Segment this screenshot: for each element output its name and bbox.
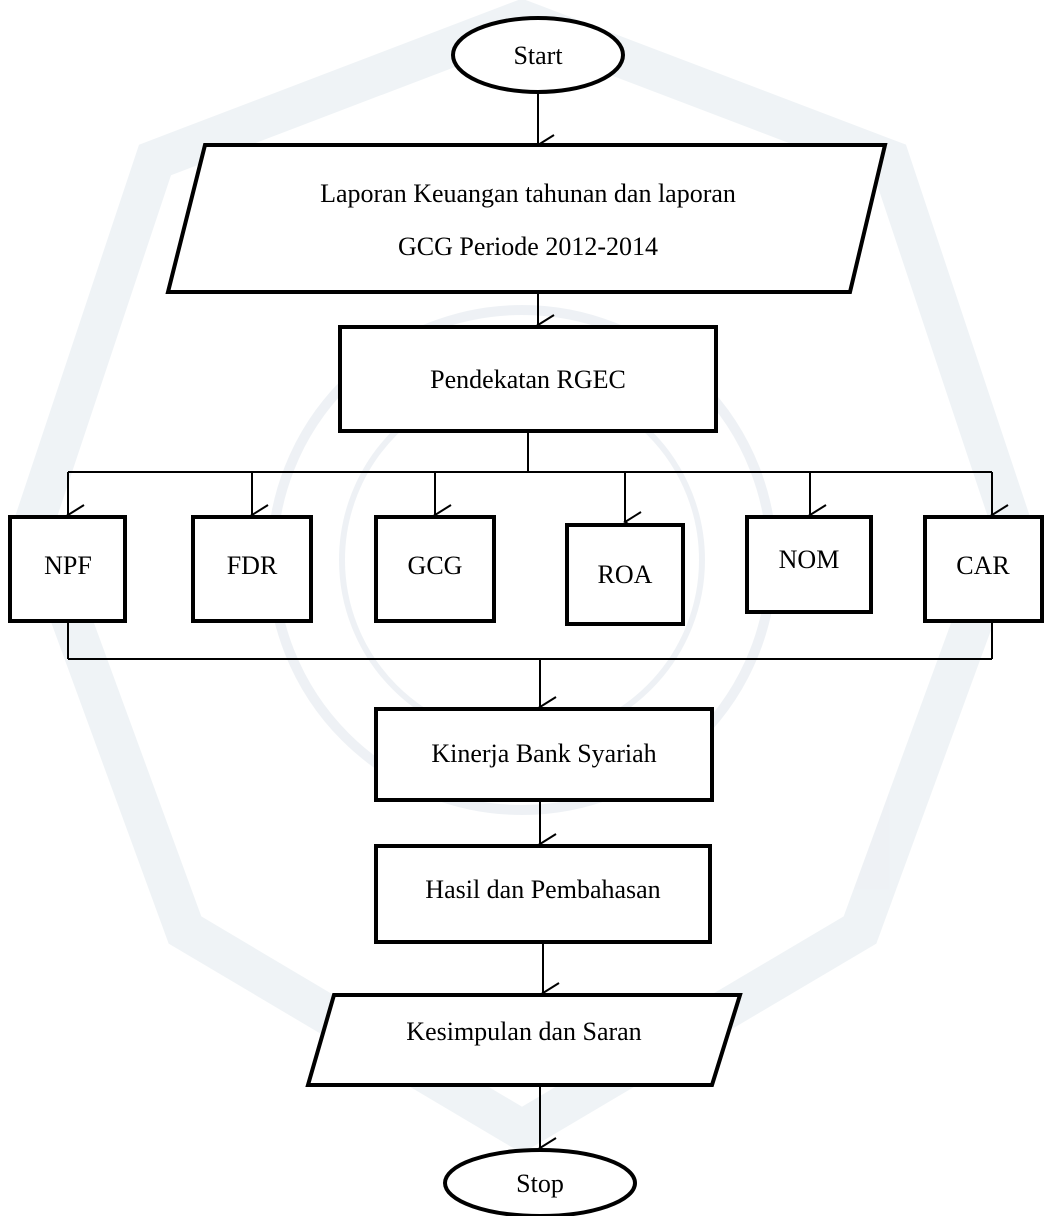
connectors	[66, 92, 1009, 1159]
results-label: Hasil dan Pembahasan	[425, 875, 660, 904]
indicator-box-fdr: FDR	[191, 515, 313, 623]
indicator-label-car: CAR	[956, 551, 1010, 580]
approach-label: Pendekatan RGEC	[430, 365, 626, 394]
indicator-label-nom: NOM	[779, 545, 840, 574]
start-terminator: Start	[451, 16, 625, 94]
approach-process-box: Pendekatan RGEC	[338, 325, 718, 433]
stop-label: Stop	[516, 1169, 564, 1198]
input-label-line1: Laporan Keuangan tahunan dan laporan	[320, 179, 736, 208]
input-data-parallelogram: Laporan Keuangan tahunan dan laporan GCG…	[165, 143, 888, 294]
indicator-box-nom: NOM	[745, 515, 873, 614]
indicator-label-roa: ROA	[598, 560, 653, 589]
indicator-label-npf: NPF	[44, 551, 92, 580]
stop-terminator: Stop	[443, 1148, 637, 1216]
conclusion-label: Kesimpulan dan Saran	[406, 1017, 641, 1046]
indicator-box-roa: ROA	[565, 523, 685, 626]
indicator-box-npf: NPF	[8, 515, 127, 623]
indicator-box-car: CAR	[923, 515, 1044, 623]
start-label: Start	[513, 41, 563, 70]
input-label-line2: GCG Periode 2012-2014	[398, 232, 658, 261]
performance-label: Kinerja Bank Syariah	[431, 739, 656, 768]
indicator-label-gcg: GCG	[408, 551, 463, 580]
conclusion-output-parallelogram: Kesimpulan dan Saran	[305, 993, 743, 1087]
indicator-label-fdr: FDR	[227, 551, 278, 580]
indicator-box-gcg: GCG	[374, 515, 496, 623]
results-process-box: Hasil dan Pembahasan	[374, 844, 712, 944]
performance-process-box: Kinerja Bank Syariah	[374, 707, 714, 802]
